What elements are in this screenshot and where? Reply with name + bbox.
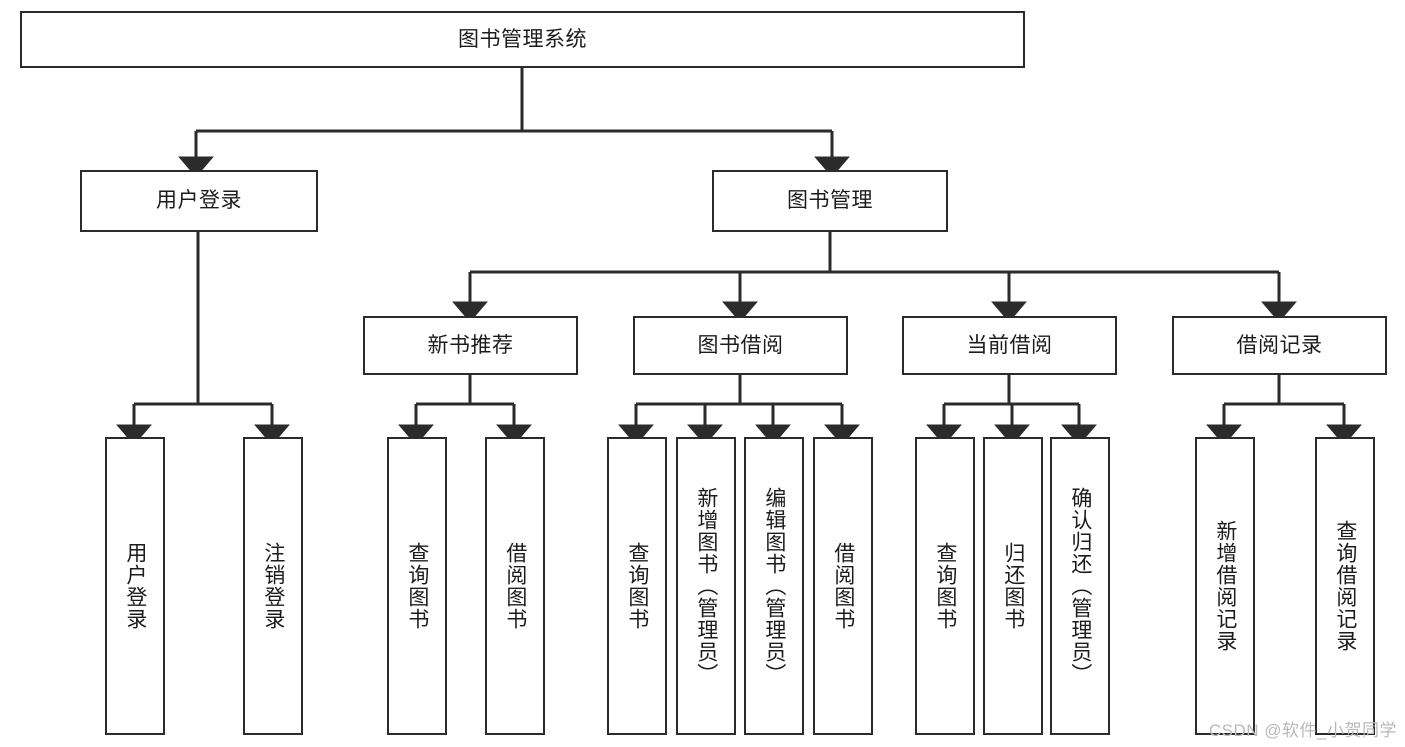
node-borrow-record[interactable]: 借阅记录	[1172, 316, 1387, 375]
node-leaf-borrow-book-1-label: 借阅图书	[503, 542, 527, 630]
node-root-label: 图书管理系统	[458, 27, 587, 51]
node-leaf-add-borrow-record-label: 新增借阅记录	[1213, 520, 1237, 652]
node-root[interactable]: 图书管理系统	[20, 11, 1025, 68]
node-leaf-borrow-book-1[interactable]: 借阅图书	[485, 437, 545, 735]
node-book-management-label: 图书管理	[787, 189, 873, 213]
node-current-borrow[interactable]: 当前借阅	[902, 316, 1117, 375]
node-new-book-recommend-label: 新书推荐	[427, 333, 514, 357]
node-user-login-label: 用户登录	[156, 189, 242, 213]
node-leaf-logout-login-label: 注销登录	[261, 542, 285, 630]
node-new-book-recommend[interactable]: 新书推荐	[363, 316, 578, 375]
node-leaf-borrow-book-2-label: 借阅图书	[831, 542, 855, 630]
node-leaf-query-borrow-record-label: 查询借阅记录	[1333, 520, 1357, 652]
node-leaf-add-borrow-record[interactable]: 新增借阅记录	[1195, 437, 1255, 735]
node-leaf-edit-book-admin[interactable]: 编辑图书（管理员）	[744, 437, 804, 735]
node-leaf-query-book-3[interactable]: 查询图书	[915, 437, 975, 735]
node-leaf-add-book-admin-label: 新增图书（管理员）	[694, 487, 718, 685]
node-leaf-user-login[interactable]: 用户登录	[105, 437, 165, 735]
node-leaf-confirm-return-admin[interactable]: 确认归还（管理员）	[1050, 437, 1110, 735]
node-leaf-borrow-book-2[interactable]: 借阅图书	[813, 437, 873, 735]
node-leaf-logout-login[interactable]: 注销登录	[243, 437, 303, 735]
node-leaf-add-book-admin[interactable]: 新增图书（管理员）	[676, 437, 736, 735]
node-book-borrow-label: 图书借阅	[697, 333, 784, 357]
node-leaf-query-book-3-label: 查询图书	[933, 542, 957, 630]
node-book-borrow[interactable]: 图书借阅	[633, 316, 848, 375]
node-current-borrow-label: 当前借阅	[966, 333, 1053, 357]
node-book-management[interactable]: 图书管理	[712, 170, 948, 232]
node-leaf-user-login-label: 用户登录	[123, 542, 147, 630]
node-leaf-confirm-return-admin-label: 确认归还（管理员）	[1068, 487, 1092, 685]
node-leaf-return-book-label: 归还图书	[1001, 542, 1025, 630]
node-leaf-query-book-1-label: 查询图书	[405, 542, 429, 630]
node-leaf-query-book-2[interactable]: 查询图书	[607, 437, 667, 735]
node-user-login[interactable]: 用户登录	[80, 170, 318, 232]
node-leaf-query-book-2-label: 查询图书	[625, 542, 649, 630]
node-leaf-edit-book-admin-label: 编辑图书（管理员）	[762, 487, 786, 685]
node-leaf-query-book-1[interactable]: 查询图书	[387, 437, 447, 735]
node-leaf-return-book[interactable]: 归还图书	[983, 437, 1043, 735]
node-leaf-query-borrow-record[interactable]: 查询借阅记录	[1315, 437, 1375, 735]
node-borrow-record-label: 借阅记录	[1236, 333, 1323, 357]
